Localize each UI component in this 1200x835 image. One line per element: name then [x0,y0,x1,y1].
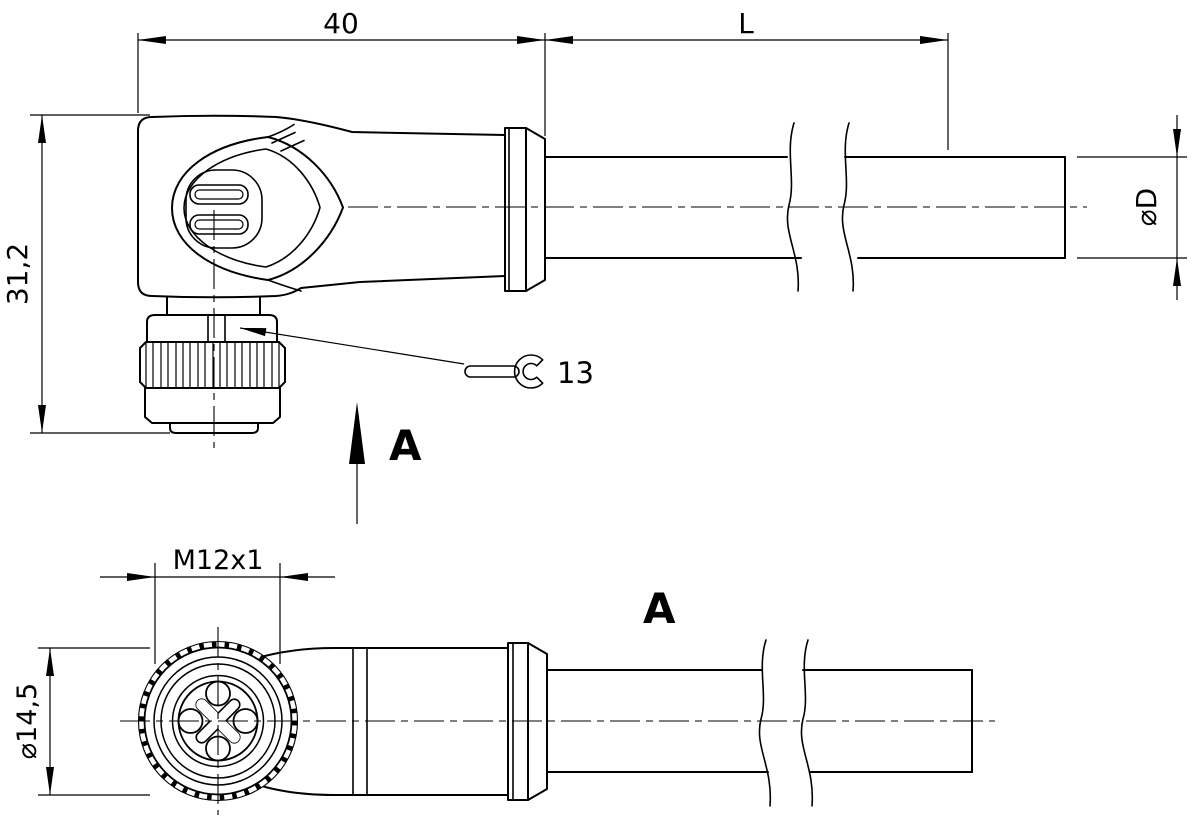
wrench-leader-arrow [240,328,267,337]
dimension-L: L [545,7,949,150]
dim-31-2-value: 31,2 [1,243,34,305]
front-view-label: A [643,584,676,633]
dim-m12-arrow-right [280,573,308,581]
wrench-size-value: 13 [557,356,594,390]
dim-L-value: L [738,7,754,40]
dim-d-arrow-bottom [1173,258,1181,286]
grip-pad-oval [185,169,263,249]
dim-14-5-value: ⌀14,5 [12,683,43,759]
nut-lower-band [144,387,281,424]
dim-L-arrow-left [545,36,573,44]
dim-14-5-arrow-top [46,648,54,676]
front-cable-break-curves [758,639,814,807]
dimension-nut-diameter: ⌀14,5 [12,647,150,796]
dimension-cable-diameter: ⌀D [1077,115,1187,300]
grip-slot-1-inner [194,189,244,200]
dim-14-5-arrow-bottom [46,767,54,795]
grip-body-left-edge [137,116,153,297]
view-direction-arrow: A [349,402,422,524]
dim-m12-value: M12x1 [173,545,264,576]
dim-d-arrow-top [1173,129,1181,157]
dim-40-arrow-left [138,36,166,44]
side-view [137,114,1087,448]
grip-ridge-lines [271,131,305,152]
nut-top-band-facets [207,314,226,343]
dim-31-2-arrow-bottom [38,405,46,433]
grip-clip-tail-top [267,123,295,138]
dim-L-arrow-right [920,36,948,44]
nut-knurl-band-outline [139,341,286,389]
grip-body-bottom-edge [151,275,506,299]
dimension-31-2: 31,2 [1,114,170,434]
grip-slot-2-inner [194,219,244,230]
dim-40-arrow-right [517,36,545,44]
nut-top-band [146,314,278,343]
dimension-thread: M12x1 [100,545,335,664]
wrench-icon-head [513,354,544,389]
wrench-size-callout: 13 [239,327,594,390]
dimension-40: 40 [137,7,546,136]
cable-flange [504,127,527,292]
view-arrow-label: A [389,421,422,470]
front-cable-flange-chamfer [527,642,548,801]
view-arrow-head [349,402,365,464]
cable-break-curves [786,122,855,292]
nut-stem [166,296,261,316]
front-view [120,627,995,815]
dim-31-2-arrow-top [38,115,46,143]
wrench-icon-handle [464,365,520,378]
grip-clip-tail-bottom [267,279,302,292]
grip-body-top-edge [151,114,506,136]
grip-clip-outer [171,136,344,281]
dim-m12-arrow-left [127,573,155,581]
cable-flange-chamfer [525,127,546,292]
grip-slot-2-outer [189,214,249,235]
dim-d-value: ⌀D [1130,188,1163,226]
nut-knurl-lines [145,342,280,388]
grip-clip-inner [183,148,321,268]
grip-slot-1-outer [189,184,249,205]
dim-40-value: 40 [323,7,359,40]
wrench-leader-line [239,327,465,365]
